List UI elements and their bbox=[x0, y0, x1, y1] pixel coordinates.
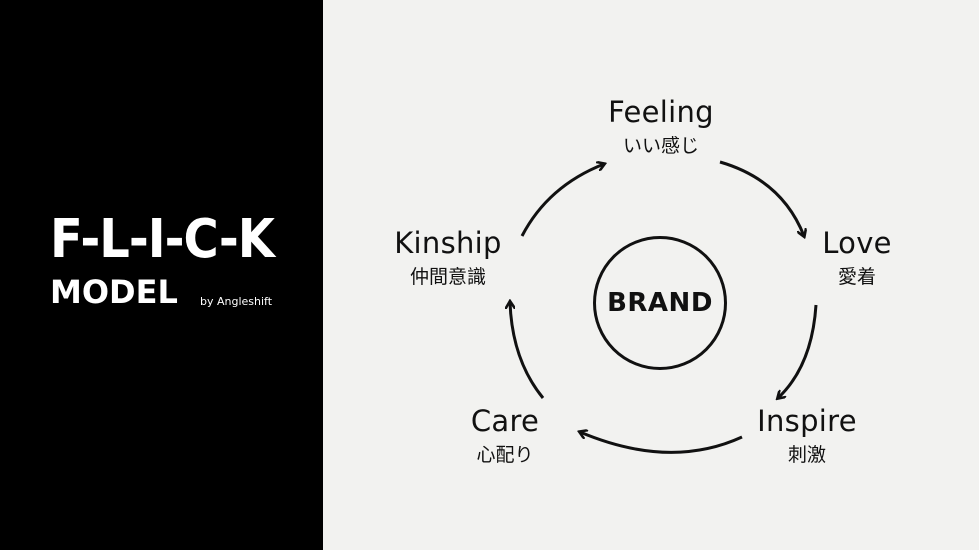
model-subtitle: MODEL bbox=[50, 273, 178, 311]
node-feeling: Feeling いい感じ bbox=[608, 95, 714, 159]
arrow-love-to-inspire bbox=[778, 304, 818, 398]
node-kinship: Kinship 仲間意識 bbox=[394, 226, 502, 290]
arrow-inspire-to-care bbox=[580, 432, 743, 454]
node-feeling-label: Feeling bbox=[608, 95, 714, 129]
node-love: Love 愛着 bbox=[822, 226, 892, 290]
node-inspire-label: Inspire bbox=[757, 404, 857, 438]
node-care-label: Care bbox=[470, 404, 540, 438]
node-love-japanese: 愛着 bbox=[837, 266, 876, 288]
node-inspire: Inspire 刺激 bbox=[757, 404, 857, 468]
node-feeling-japanese: いい感じ bbox=[622, 135, 699, 157]
node-care-japanese: 心配り bbox=[476, 444, 534, 466]
node-inspire-japanese: 刺激 bbox=[787, 444, 827, 466]
node-care: Care 心配り bbox=[471, 404, 539, 468]
arrow-feeling-to-love bbox=[719, 160, 804, 236]
node-kinship-japanese: 仲間意識 bbox=[409, 266, 487, 288]
arrow-kinship-to-feeling bbox=[520, 164, 604, 237]
node-kinship-label: Kinship bbox=[394, 226, 502, 260]
node-love-label: Love bbox=[822, 226, 892, 260]
byline: by Angleshift bbox=[200, 295, 273, 308]
model-title: F-L-I-C-K bbox=[50, 207, 275, 271]
brand-label: BRAND bbox=[607, 288, 713, 318]
arrow-care-to-kinship bbox=[510, 302, 545, 399]
brand-circle: BRAND bbox=[593, 236, 727, 370]
title-panel: F-L-I-C-K MODEL by Angleshift bbox=[0, 0, 323, 550]
